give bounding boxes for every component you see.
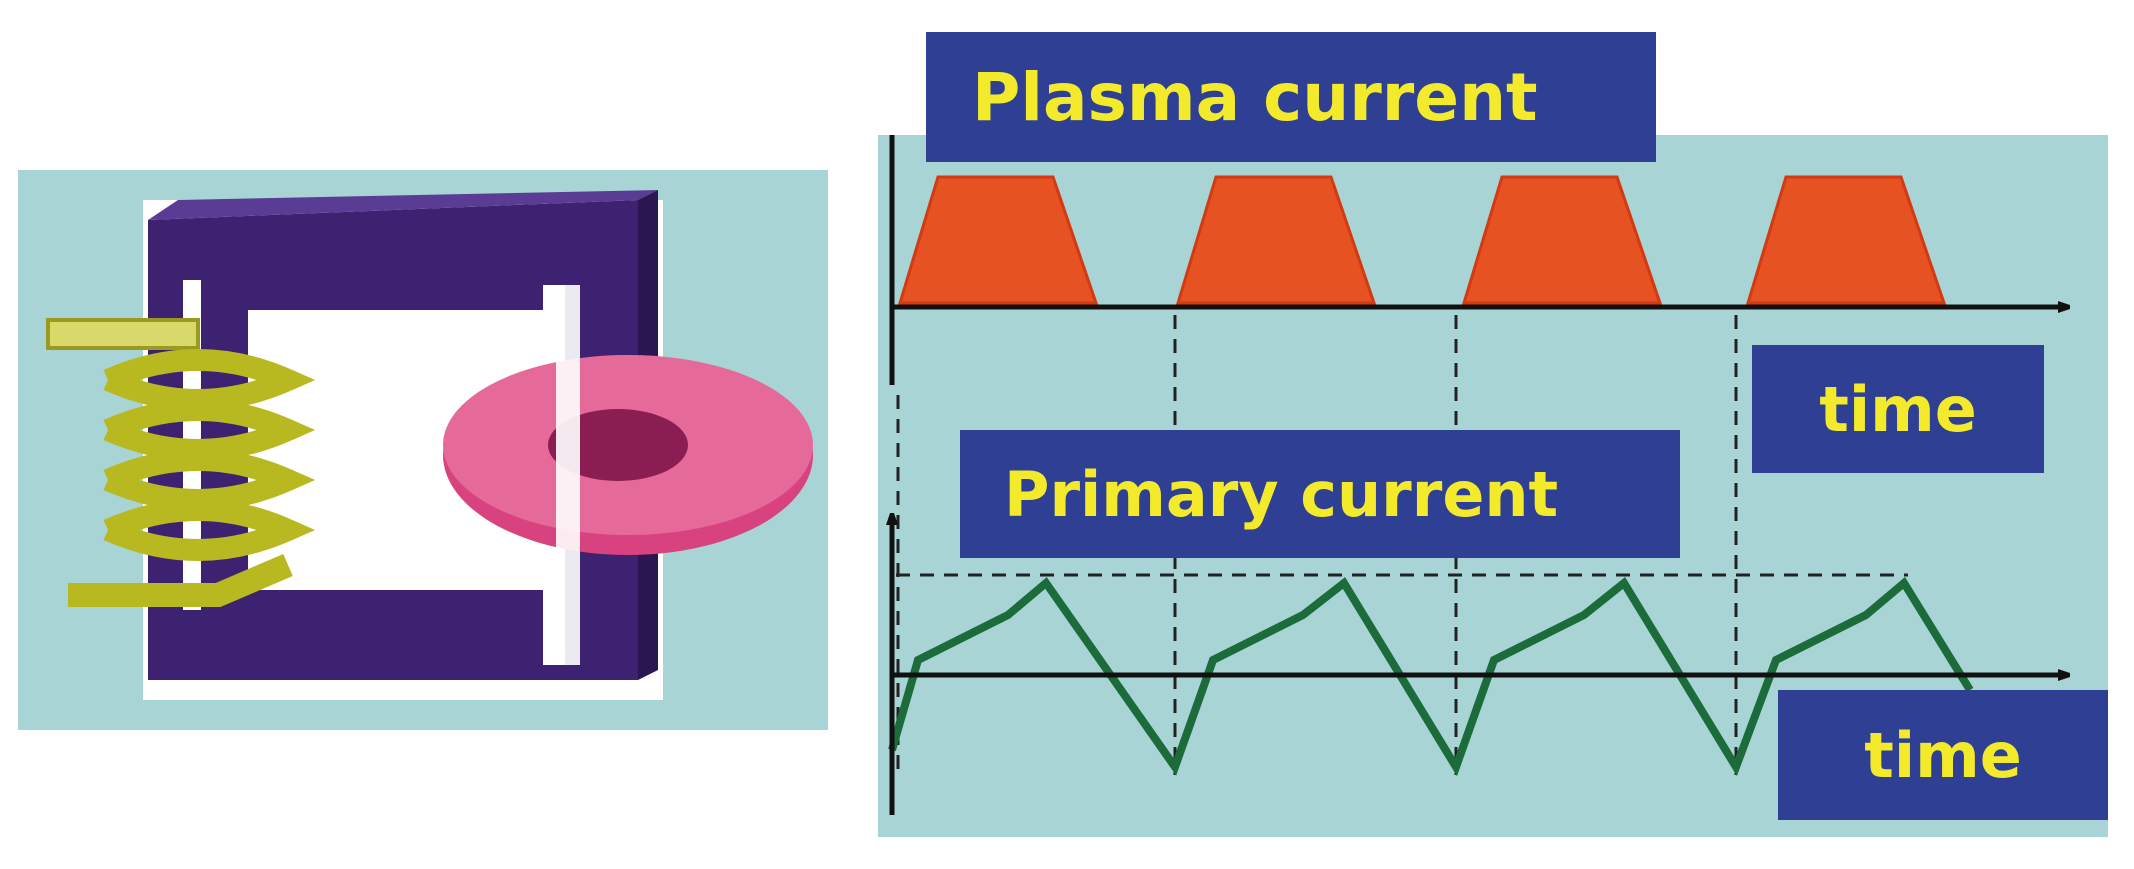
plasma-pulse-3 xyxy=(1461,175,1663,305)
plasma-pulse-2 xyxy=(1175,175,1377,305)
plasma-pulse-1 xyxy=(897,175,1099,305)
primary-coil-icon xyxy=(46,318,316,607)
time-axis-label-bottom: time xyxy=(1778,690,2108,820)
plasma-torus-icon xyxy=(443,285,813,665)
plasma-current-label: Plasma current xyxy=(926,32,1656,162)
transformer-core-icon xyxy=(18,170,828,730)
plasma-pulse-4 xyxy=(1745,175,1947,305)
primary-current-series xyxy=(888,576,1974,777)
time-axis-label-top: time xyxy=(1752,345,2044,473)
iron-core-top-face xyxy=(148,190,658,220)
primary-current-label: Primary current xyxy=(960,430,1680,558)
transformer-illustration xyxy=(18,170,828,730)
plasma-current-series xyxy=(897,175,1947,305)
